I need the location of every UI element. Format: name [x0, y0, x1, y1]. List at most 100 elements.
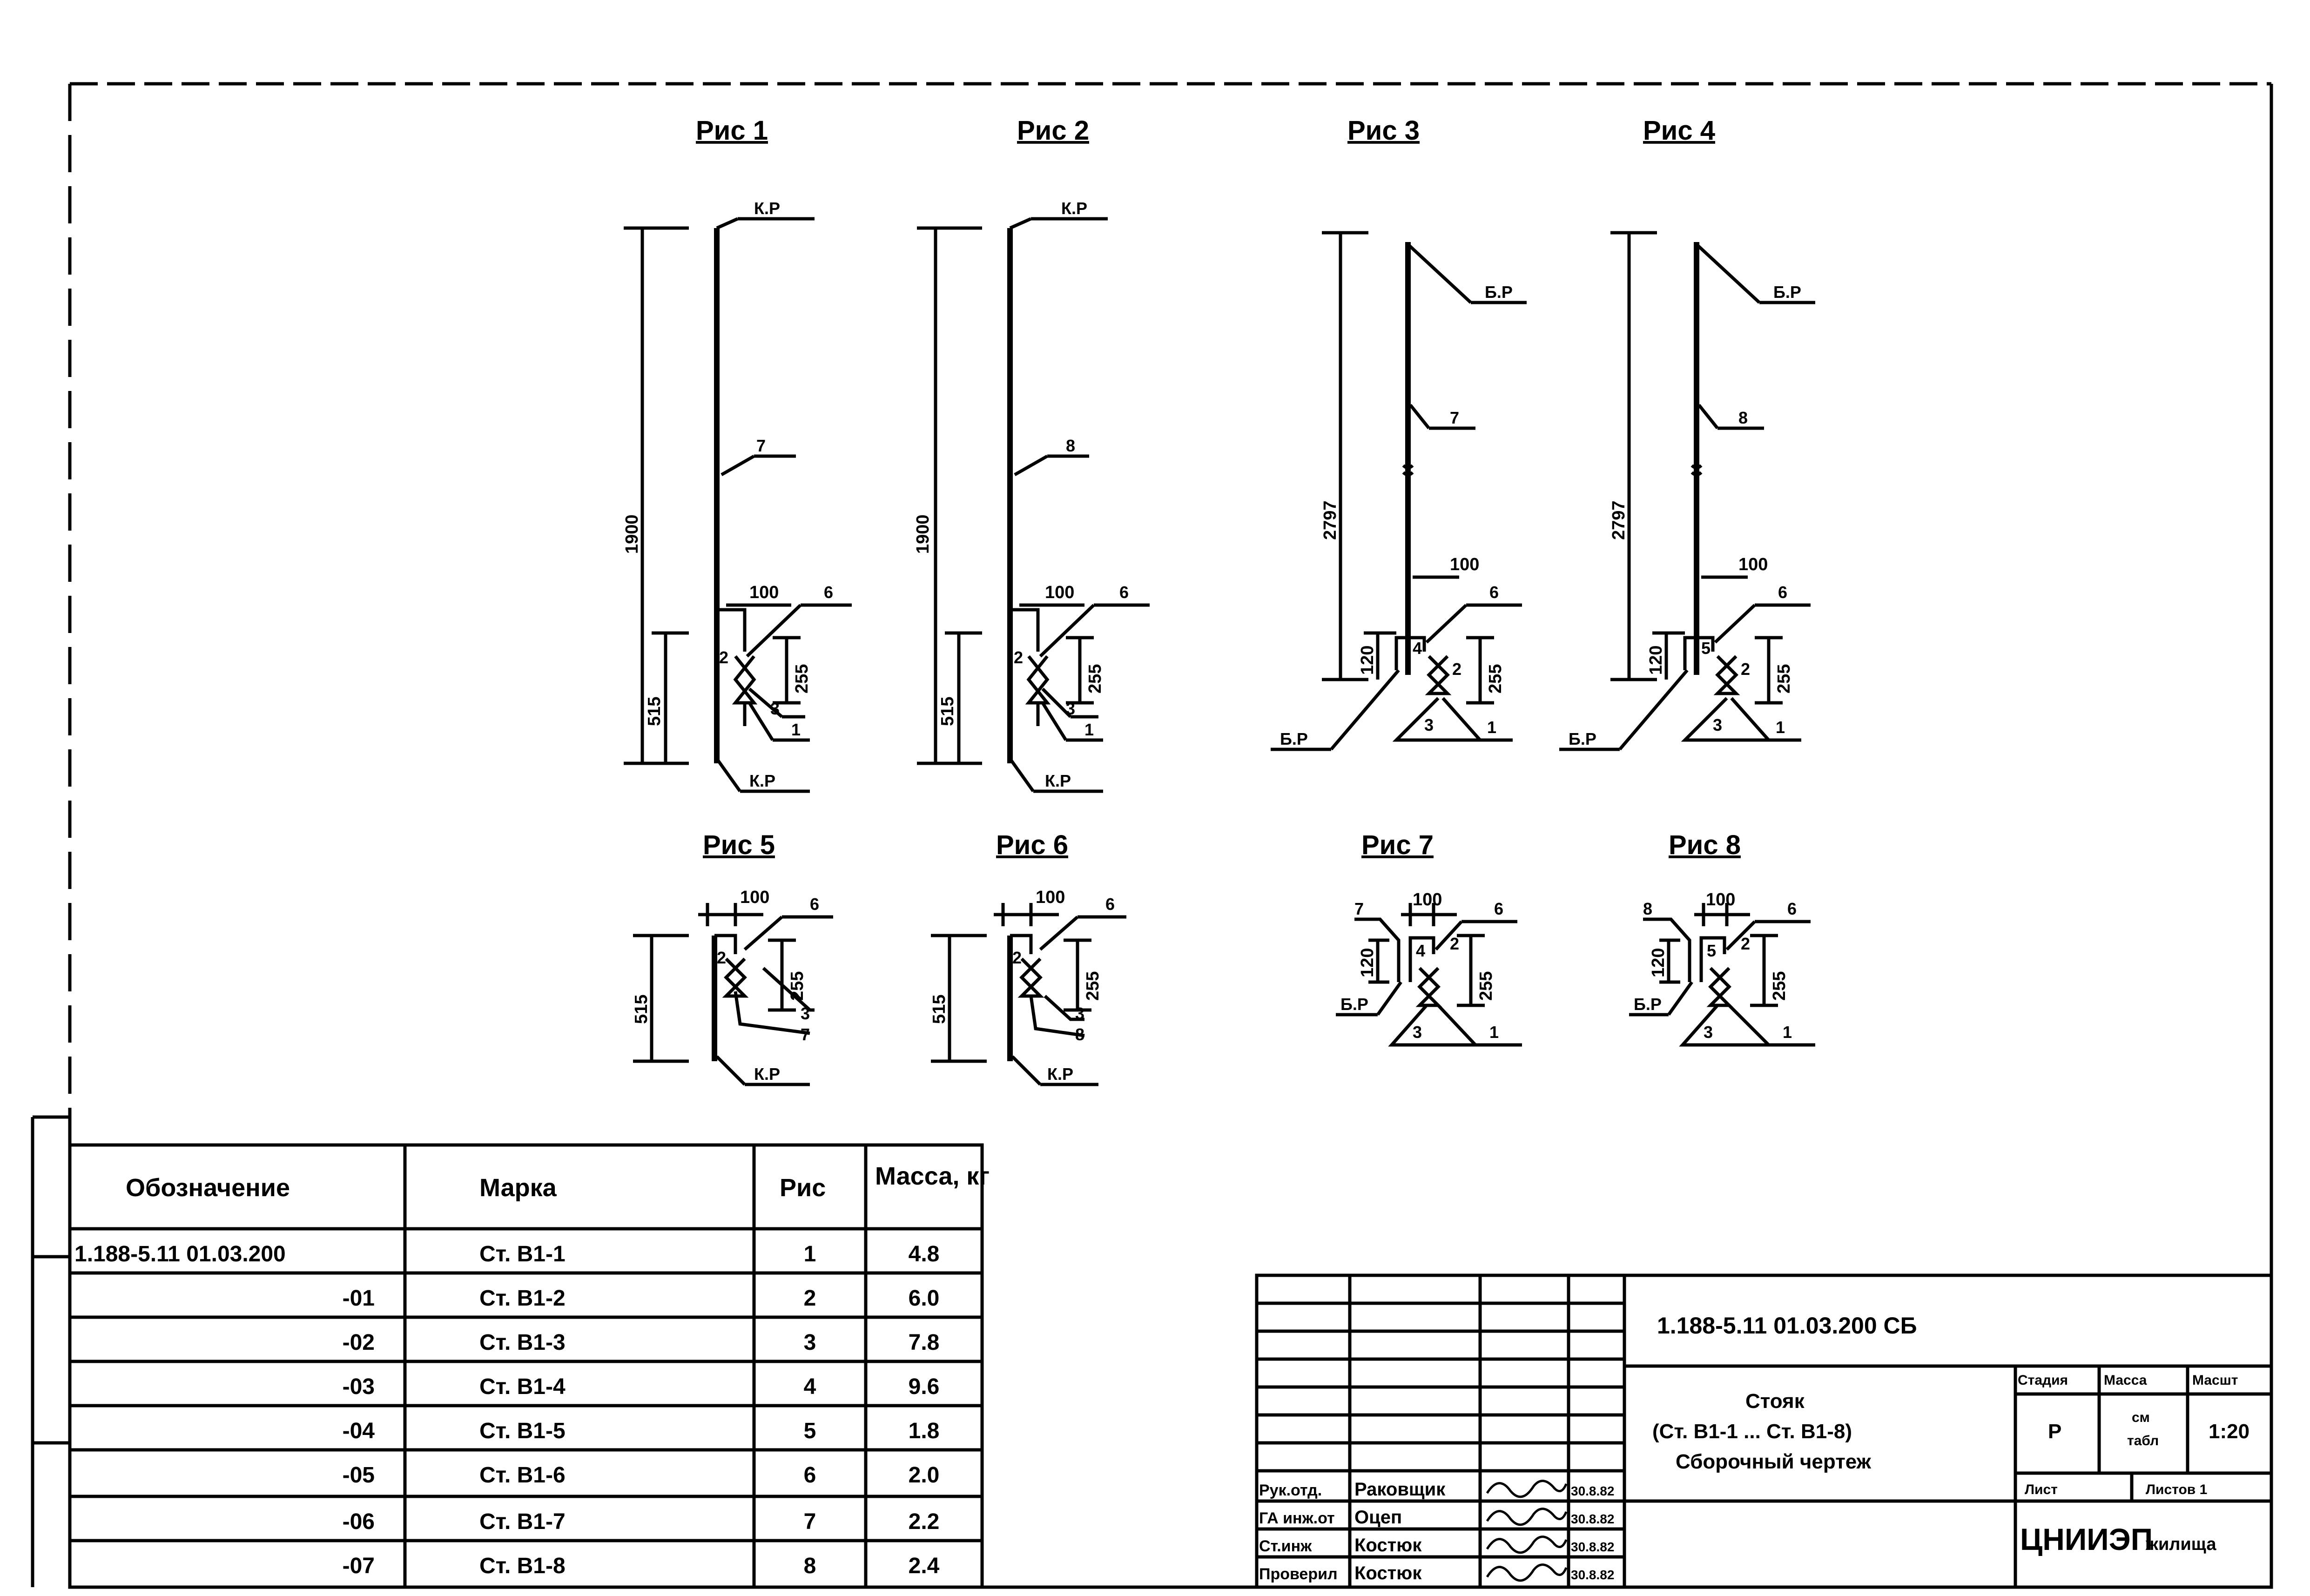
signature-name: Оцеп	[1354, 1507, 1402, 1528]
figure-4-callout-1: 8	[1738, 408, 1748, 427]
figure-7-title: Рис 7	[1361, 830, 1434, 860]
figure-5-offset-dim: 100	[740, 888, 769, 907]
stage-value: Р	[2048, 1420, 2061, 1443]
figure-3-callout-2: 6	[1489, 583, 1499, 602]
figure-7-pipe-dim: 255	[1476, 971, 1496, 1001]
figure-2-top-label: К.Р	[1061, 199, 1087, 218]
figure-2: Рис 2 К.Р 1900 515 8 100 6 2 255 3 1 К.Р	[913, 115, 1150, 793]
signature-role: Проверил	[1259, 1565, 1338, 1583]
figure-1-callout-1: 7	[756, 436, 766, 455]
figure-1-bottom-label: К.Р	[749, 771, 775, 790]
figure-6-lower-dim: 515	[929, 995, 949, 1024]
figure-8-callout-5: 3	[1704, 1023, 1713, 1042]
doc-code: 1.188-5.11 01.03.200 СБ	[1657, 1313, 1917, 1339]
spec-row-designation: -02	[343, 1330, 375, 1355]
figure-4-callout-3: 5	[1701, 639, 1711, 658]
mass-label: Масса	[2104, 1373, 2147, 1388]
figure-3-callout-6: 1	[1487, 718, 1496, 737]
figure-8-callout-6: 1	[1783, 1023, 1792, 1042]
sheet-label: Лист	[2025, 1482, 2058, 1497]
spec-row-mark: Ст. В1-2	[479, 1286, 566, 1311]
spec-row-mass: 2.4	[909, 1554, 940, 1578]
spec-row-mark: Ст. В1-3	[479, 1330, 566, 1355]
signature-date: 30.8.82	[1571, 1512, 1614, 1526]
figure-4-top-label: Б.Р	[1773, 283, 1801, 302]
spec-header-mark: Марка	[479, 1174, 557, 1202]
figure-8-callout-4: 2	[1741, 934, 1750, 953]
figure-4-callout-5: 3	[1713, 715, 1722, 734]
figure-3-callout-1: 7	[1450, 408, 1459, 427]
figure-7-callout-3: 4	[1416, 941, 1425, 960]
spec-row-fig: 8	[804, 1554, 816, 1578]
mass-value-2: табл	[2127, 1433, 2159, 1448]
figure-6-pipe-dim: 255	[1083, 971, 1103, 1001]
figure-3-height-dim: 2797	[1320, 500, 1340, 540]
spec-row-mass: 9.6	[909, 1374, 940, 1399]
figure-3-pipe-dim: 255	[1486, 664, 1505, 694]
figure-4-lower-dim: 120	[1646, 646, 1666, 675]
figure-8: Рис 8 100 8 6 120 5 2 255 3 1 Б.Р	[1629, 830, 1815, 1047]
figure-3-title: Рис 3	[1347, 115, 1420, 146]
figure-7-lower-dim: 120	[1358, 948, 1377, 977]
signature-role: Ст.инж	[1259, 1537, 1312, 1555]
spec-row-fig: 3	[804, 1330, 816, 1355]
figure-3-callout-4: 2	[1452, 660, 1461, 679]
spec-row-mass: 6.0	[909, 1286, 940, 1311]
figure-5-callout-1: 6	[810, 895, 819, 914]
figure-8-offset-dim: 100	[1706, 890, 1735, 909]
figure-5-callout-4: 7	[801, 1025, 810, 1044]
signature-mark	[1486, 1563, 1568, 1582]
figure-8-callout-3: 5	[1707, 941, 1716, 960]
figure-2-height-dim: 1900	[913, 514, 933, 554]
figure-7-callout-4: 2	[1450, 934, 1459, 953]
spec-row-mark: Ст. В1-1	[479, 1242, 566, 1266]
figure-3-callout-5: 3	[1424, 715, 1434, 734]
spec-row-designation: 1.188-5.11 01.03.200	[74, 1242, 286, 1266]
signature-date: 30.8.82	[1571, 1540, 1614, 1554]
figure-1-callout-3: 2	[719, 648, 728, 667]
figure-5: Рис 5 100 6 515 2 255 3 7 К.Р	[632, 830, 833, 1086]
spec-row-designation: -07	[343, 1554, 375, 1578]
figure-4: Рис 4 Б.Р 2797 8 100 120 6 5 2 255 3 1 Б…	[1559, 115, 1815, 751]
figure-5-pipe-dim: 255	[788, 971, 807, 1001]
figure-3-offset-dim: 100	[1450, 555, 1479, 574]
figure-3-top-label: Б.Р	[1485, 283, 1513, 302]
figure-4-bottom-label: Б.Р	[1569, 729, 1596, 748]
title-name-line2: (Ст. В1-1 ... Ст. В1-8)	[1652, 1420, 1852, 1443]
figure-4-callout-6: 1	[1776, 718, 1785, 737]
spec-row-designation: -06	[343, 1509, 375, 1534]
figure-3-callout-3: 4	[1413, 639, 1422, 658]
org-main: ЦНИИЭП	[2020, 1522, 2153, 1556]
spec-row-fig: 5	[804, 1419, 816, 1443]
org-sub: жилища	[2145, 1535, 2216, 1554]
figure-3-bottom-label: Б.Р	[1280, 729, 1308, 748]
spec-row-mass: 4.8	[909, 1242, 940, 1266]
figure-4-callout-2: 6	[1778, 583, 1787, 602]
figure-1-callout-2: 6	[824, 583, 833, 602]
figure-1-callout-5: 1	[791, 720, 801, 739]
figure-7-offset-dim: 100	[1413, 890, 1442, 909]
figure-5-callout-2: 2	[717, 948, 726, 967]
spec-row-designation: -05	[343, 1463, 375, 1488]
figure-8-bottom-label: Б.Р	[1634, 995, 1662, 1014]
spec-header-fig: Рис	[780, 1174, 826, 1202]
signature-name: Костюк	[1354, 1535, 1422, 1556]
figure-8-callout-1: 8	[1643, 899, 1652, 918]
spec-row-mass: 7.8	[909, 1330, 940, 1355]
figure-5-lower-dim: 515	[632, 995, 651, 1024]
signature-mark	[1486, 1508, 1568, 1526]
figure-2-callout-1: 8	[1066, 436, 1075, 455]
figure-6-title: Рис 6	[996, 830, 1068, 860]
figure-1-callout-4: 3	[770, 699, 780, 718]
figure-6-callout-3: 3	[1075, 1004, 1084, 1023]
title-block: 1.188-5.11 01.03.200 СБ Стояк (Ст. В1-1 …	[1255, 1273, 2273, 1589]
spec-row-mass: 2.2	[909, 1509, 940, 1534]
figure-2-callout-4: 3	[1066, 699, 1075, 718]
figure-2-lower-dim: 515	[938, 697, 957, 726]
signature-date: 30.8.82	[1571, 1484, 1614, 1498]
figure-1: Рис 1 К.Р 1900 515 7 100 6 2 255 3 1 К.Р	[622, 115, 852, 793]
figure-2-callout-2: 6	[1119, 583, 1129, 602]
figure-4-height-dim: 2797	[1609, 500, 1629, 540]
spec-row-mass: 1.8	[909, 1419, 940, 1443]
spec-row-fig: 1	[804, 1242, 816, 1266]
